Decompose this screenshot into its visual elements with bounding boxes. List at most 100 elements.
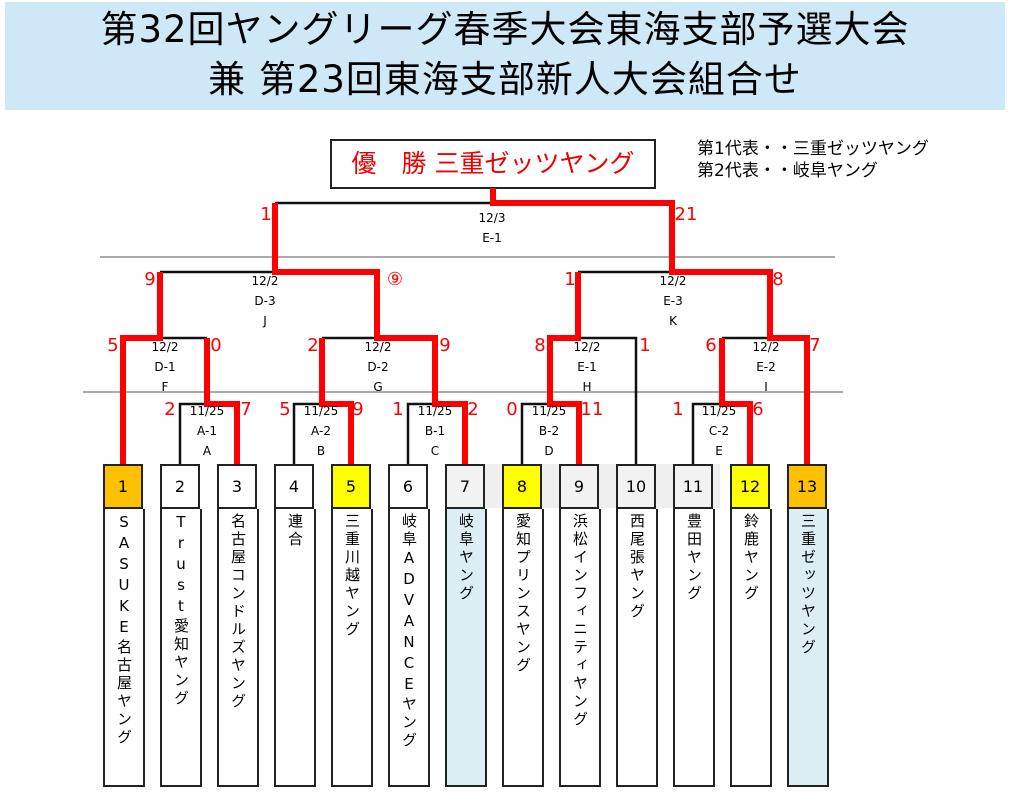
score: 0 [506,399,518,420]
match-code: E-1 [577,360,597,374]
match-code: C-2 [708,424,730,438]
winner-lines [120,188,810,465]
match-code: D-2 [367,360,389,374]
score: 6 [705,335,717,356]
match-date: 12/2 [364,340,392,354]
team-number: 4 [274,464,314,509]
winner-path-team3 [204,338,240,465]
match-letter: F [161,380,169,394]
bracket-D [520,402,550,465]
bracket-E [691,402,722,465]
score: 2 [164,399,176,420]
team-number: 8 [502,464,542,509]
match-code: B-2 [538,424,560,438]
match-letter: B [316,444,326,458]
title-banner [5,2,1005,110]
winner-path-J [272,203,468,465]
match-code: E-3 [663,294,683,308]
score: 11 [580,399,604,420]
team-number: 5 [331,464,371,509]
team-number: 12 [730,464,770,509]
score: 7 [240,399,252,420]
bracket-H [578,336,638,465]
match-date: 12/2 [573,340,601,354]
team-number: 13 [787,464,827,509]
match-date: 12/2 [151,340,179,354]
score: 1 [564,269,576,290]
match-date: 11/25 [189,404,225,418]
bracket-A [178,402,207,465]
team-number: 7 [445,464,485,509]
score: 8 [772,269,784,290]
match-letter: A [202,444,212,458]
score: 1 [260,204,272,225]
team-name: SASUKE名古屋ヤング [103,509,145,787]
score: 9 [352,399,364,420]
winner-path-team1 [120,272,163,465]
match-code: E-2 [756,360,776,374]
team-name: 連合 [274,509,316,787]
match-date: 11/25 [303,404,339,418]
score: 0 [210,335,222,356]
team-name: 岐阜ADVANCEヤング [388,509,430,787]
team-name: 鈴鹿ヤング [730,509,772,787]
team-number: 1 [103,464,143,509]
team-number: 10 [616,464,656,509]
score: 2 [467,399,479,420]
match-final-date: 12/3 [478,211,506,225]
score: 1 [672,399,684,420]
match-final-code: E-1 [482,231,502,245]
team-name: 岐阜ヤング [445,509,487,787]
score: 21 [674,204,698,225]
match-code: B-1 [424,424,446,438]
winner-path-team12 [719,338,753,465]
match-letter: H [582,380,592,394]
team-name: 豊田ヤング [673,509,715,787]
match-date: 12/2 [659,274,687,288]
team-name: 三重ゼッツヤング [787,509,829,787]
score: 7 [809,335,821,356]
bracket-C [406,402,435,465]
match-code: A-1 [197,424,217,438]
match-letter: J [263,314,267,328]
match-letter: C [430,444,440,458]
team-name: 愛知プリンスヤング [502,509,544,787]
match-code: D-3 [254,294,276,308]
score: 1 [392,399,404,420]
score: 2 [307,335,319,356]
team-number: 3 [217,464,257,509]
team-name: 西尾張ヤング [616,509,658,787]
match-letter: I [764,380,768,394]
team-name: 名古屋コンドルズヤング [217,509,259,787]
match-date: 11/25 [417,404,453,418]
score: 9 [144,269,156,290]
match-code: A-2 [311,424,331,438]
match-code: D-1 [154,360,176,374]
match-letter: D [544,444,554,458]
title-line-2: 兼 第23回東海支部新人大会組合せ [208,58,802,101]
match-letter: G [373,380,383,394]
team-name: 浜松インフィニティヤング [559,509,601,787]
team-number: 2 [160,464,200,509]
score: 5 [107,335,119,356]
score: 5 [279,399,291,420]
match-date: 11/25 [531,404,567,418]
match-letter: E [715,444,723,458]
match-date: 12/2 [251,274,279,288]
title-line-1: 第32回ヤングリーグ春季大会東海支部予選大会 [100,8,910,51]
score: 9 [439,335,451,356]
